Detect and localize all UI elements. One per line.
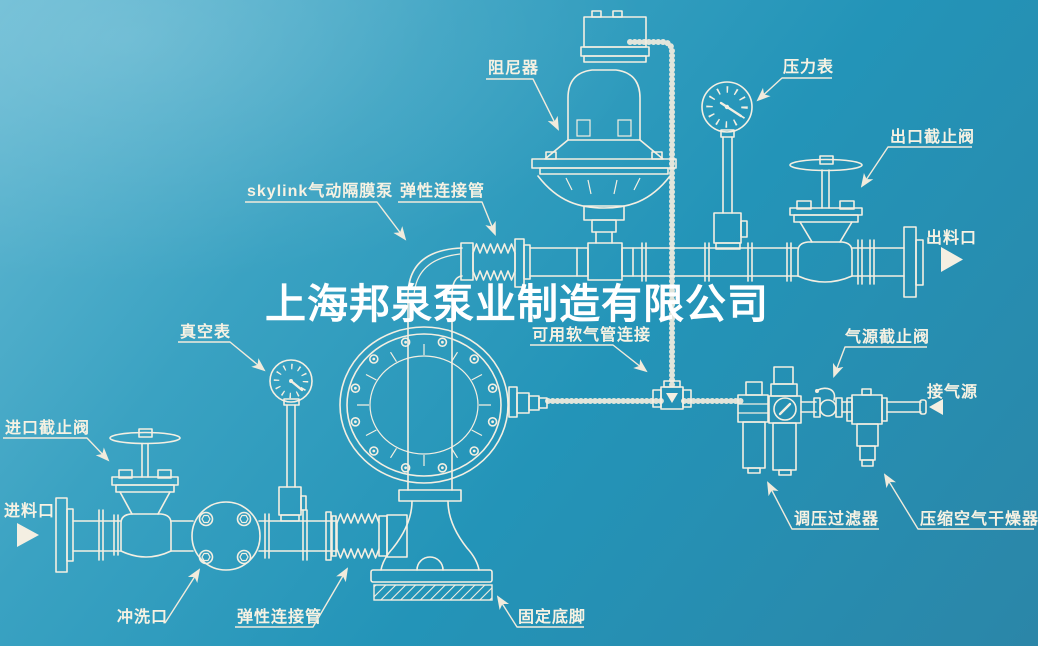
air-hose [545, 39, 744, 404]
leader-flex-connector-bottom [235, 567, 349, 628]
label-vacuum-gauge: 真空表 [180, 322, 231, 341]
flush-port-flange [191, 501, 261, 571]
vacuum-gauge-part [269, 359, 313, 522]
label-soft-hose-note: 可用软气管连接 [532, 325, 651, 344]
leader-fixed-base [496, 595, 584, 628]
air-stop-valve-part [800, 387, 843, 418]
label-air-stop-valve: 气源截止阀 [844, 327, 930, 346]
leader-inlet-stop-valve [3, 437, 110, 462]
tee-fitting-top [576, 242, 634, 281]
tee-fitting-air [652, 380, 692, 410]
callouts: 阻尼器 压力表 出口截止阀 出料口 skylink气动隔膜泵 弹性连接管 可用软… [3, 57, 1038, 628]
air-dryer-unit [841, 388, 927, 467]
label-inlet-stop-valve: 进口截止阀 [5, 418, 90, 437]
leader-pump [245, 201, 407, 241]
label-damper: 阻尼器 [488, 59, 539, 77]
pump-pedestal [380, 500, 480, 571]
label-pressure-gauge: 压力表 [783, 57, 834, 76]
label-regulator-filter: 调压过滤器 [794, 509, 879, 528]
discharge-flow-arrow [941, 247, 963, 272]
leader-air-stop-valve [832, 346, 927, 378]
label-outlet-stop-valve: 出口截止阀 [890, 127, 975, 146]
label-discharge-port: 出料口 [926, 228, 977, 247]
discharge-flange [903, 226, 924, 298]
label-fixed-base: 固定底脚 [518, 607, 586, 626]
leader-damper [486, 78, 559, 131]
label-flex-connector-top: 弹性连接管 [400, 181, 485, 200]
inlet-stop-valve-part [109, 428, 181, 558]
label-flush-port: 冲洗口 [117, 607, 168, 626]
leader-air-dryer [883, 473, 1034, 530]
leader-outlet-stop-valve [860, 146, 972, 188]
diaphragm-pump [339, 295, 548, 601]
leader-vacuum-gauge [178, 341, 266, 372]
inlet-flange [55, 497, 74, 573]
label-flex-connector-bottom: 弹性连接管 [237, 607, 322, 626]
watermark-text: 上海邦泉泵业制造有限公司 [265, 281, 769, 327]
fixed-base-pad [373, 584, 493, 601]
leader-flush-port [164, 568, 201, 624]
pump-bolts [350, 337, 498, 473]
inlet-pipe [55, 497, 338, 573]
label-air-dryer: 压缩空气干燥器 [920, 509, 1038, 528]
inlet-flow-arrow [17, 523, 39, 547]
regulator-filter-unit [737, 366, 802, 476]
label-inlet-port: 进料口 [4, 501, 55, 520]
flex-connector-bottom-part [325, 511, 388, 561]
leader-pressure-gauge [756, 77, 832, 102]
flex-connector-top-part [472, 243, 516, 281]
damper [531, 10, 677, 244]
label-air-source: 接气源 [927, 382, 978, 401]
base-plate [370, 569, 493, 583]
leader-soft-hose-note [530, 344, 648, 373]
leader-regulator-filter [767, 481, 879, 530]
pressure-gauge [701, 81, 753, 250]
outlet-stop-valve [789, 155, 863, 283]
pump-air-inlet [508, 386, 548, 418]
air-source-arrow [929, 399, 943, 415]
leader-flex-connector-top [398, 201, 496, 236]
label-pump: skylink气动隔膜泵 [247, 181, 393, 200]
discharge-pipe [407, 226, 924, 298]
